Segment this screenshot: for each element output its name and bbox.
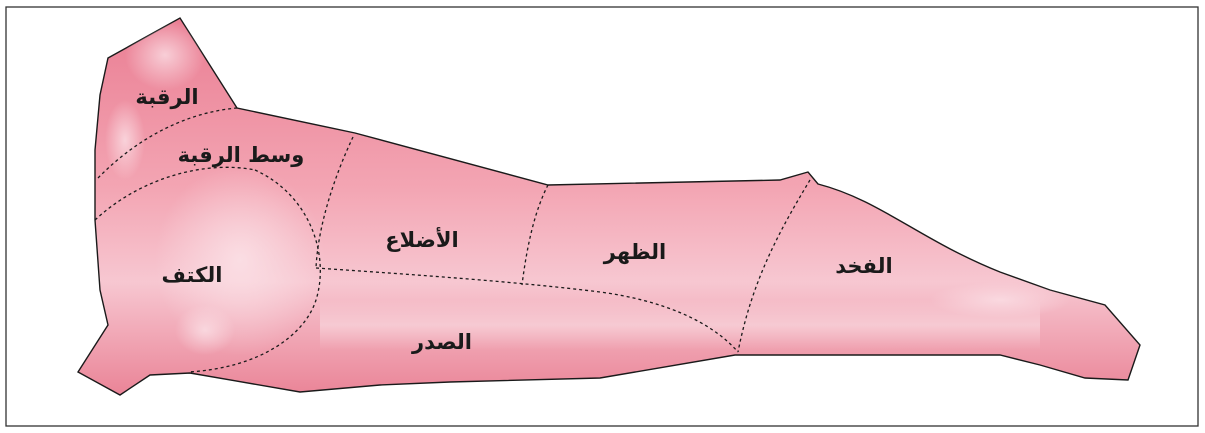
label-shoulder: الكتف [162,263,223,287]
label-thigh: الفخد [835,254,892,278]
label-ribs: الأضلاع [385,226,458,252]
label-mid-neck: وسط الرقبة [178,143,305,167]
label-back: الظهر [603,240,666,264]
label-neck: الرقبة [135,85,198,109]
label-brisket: الصدر [411,330,472,354]
